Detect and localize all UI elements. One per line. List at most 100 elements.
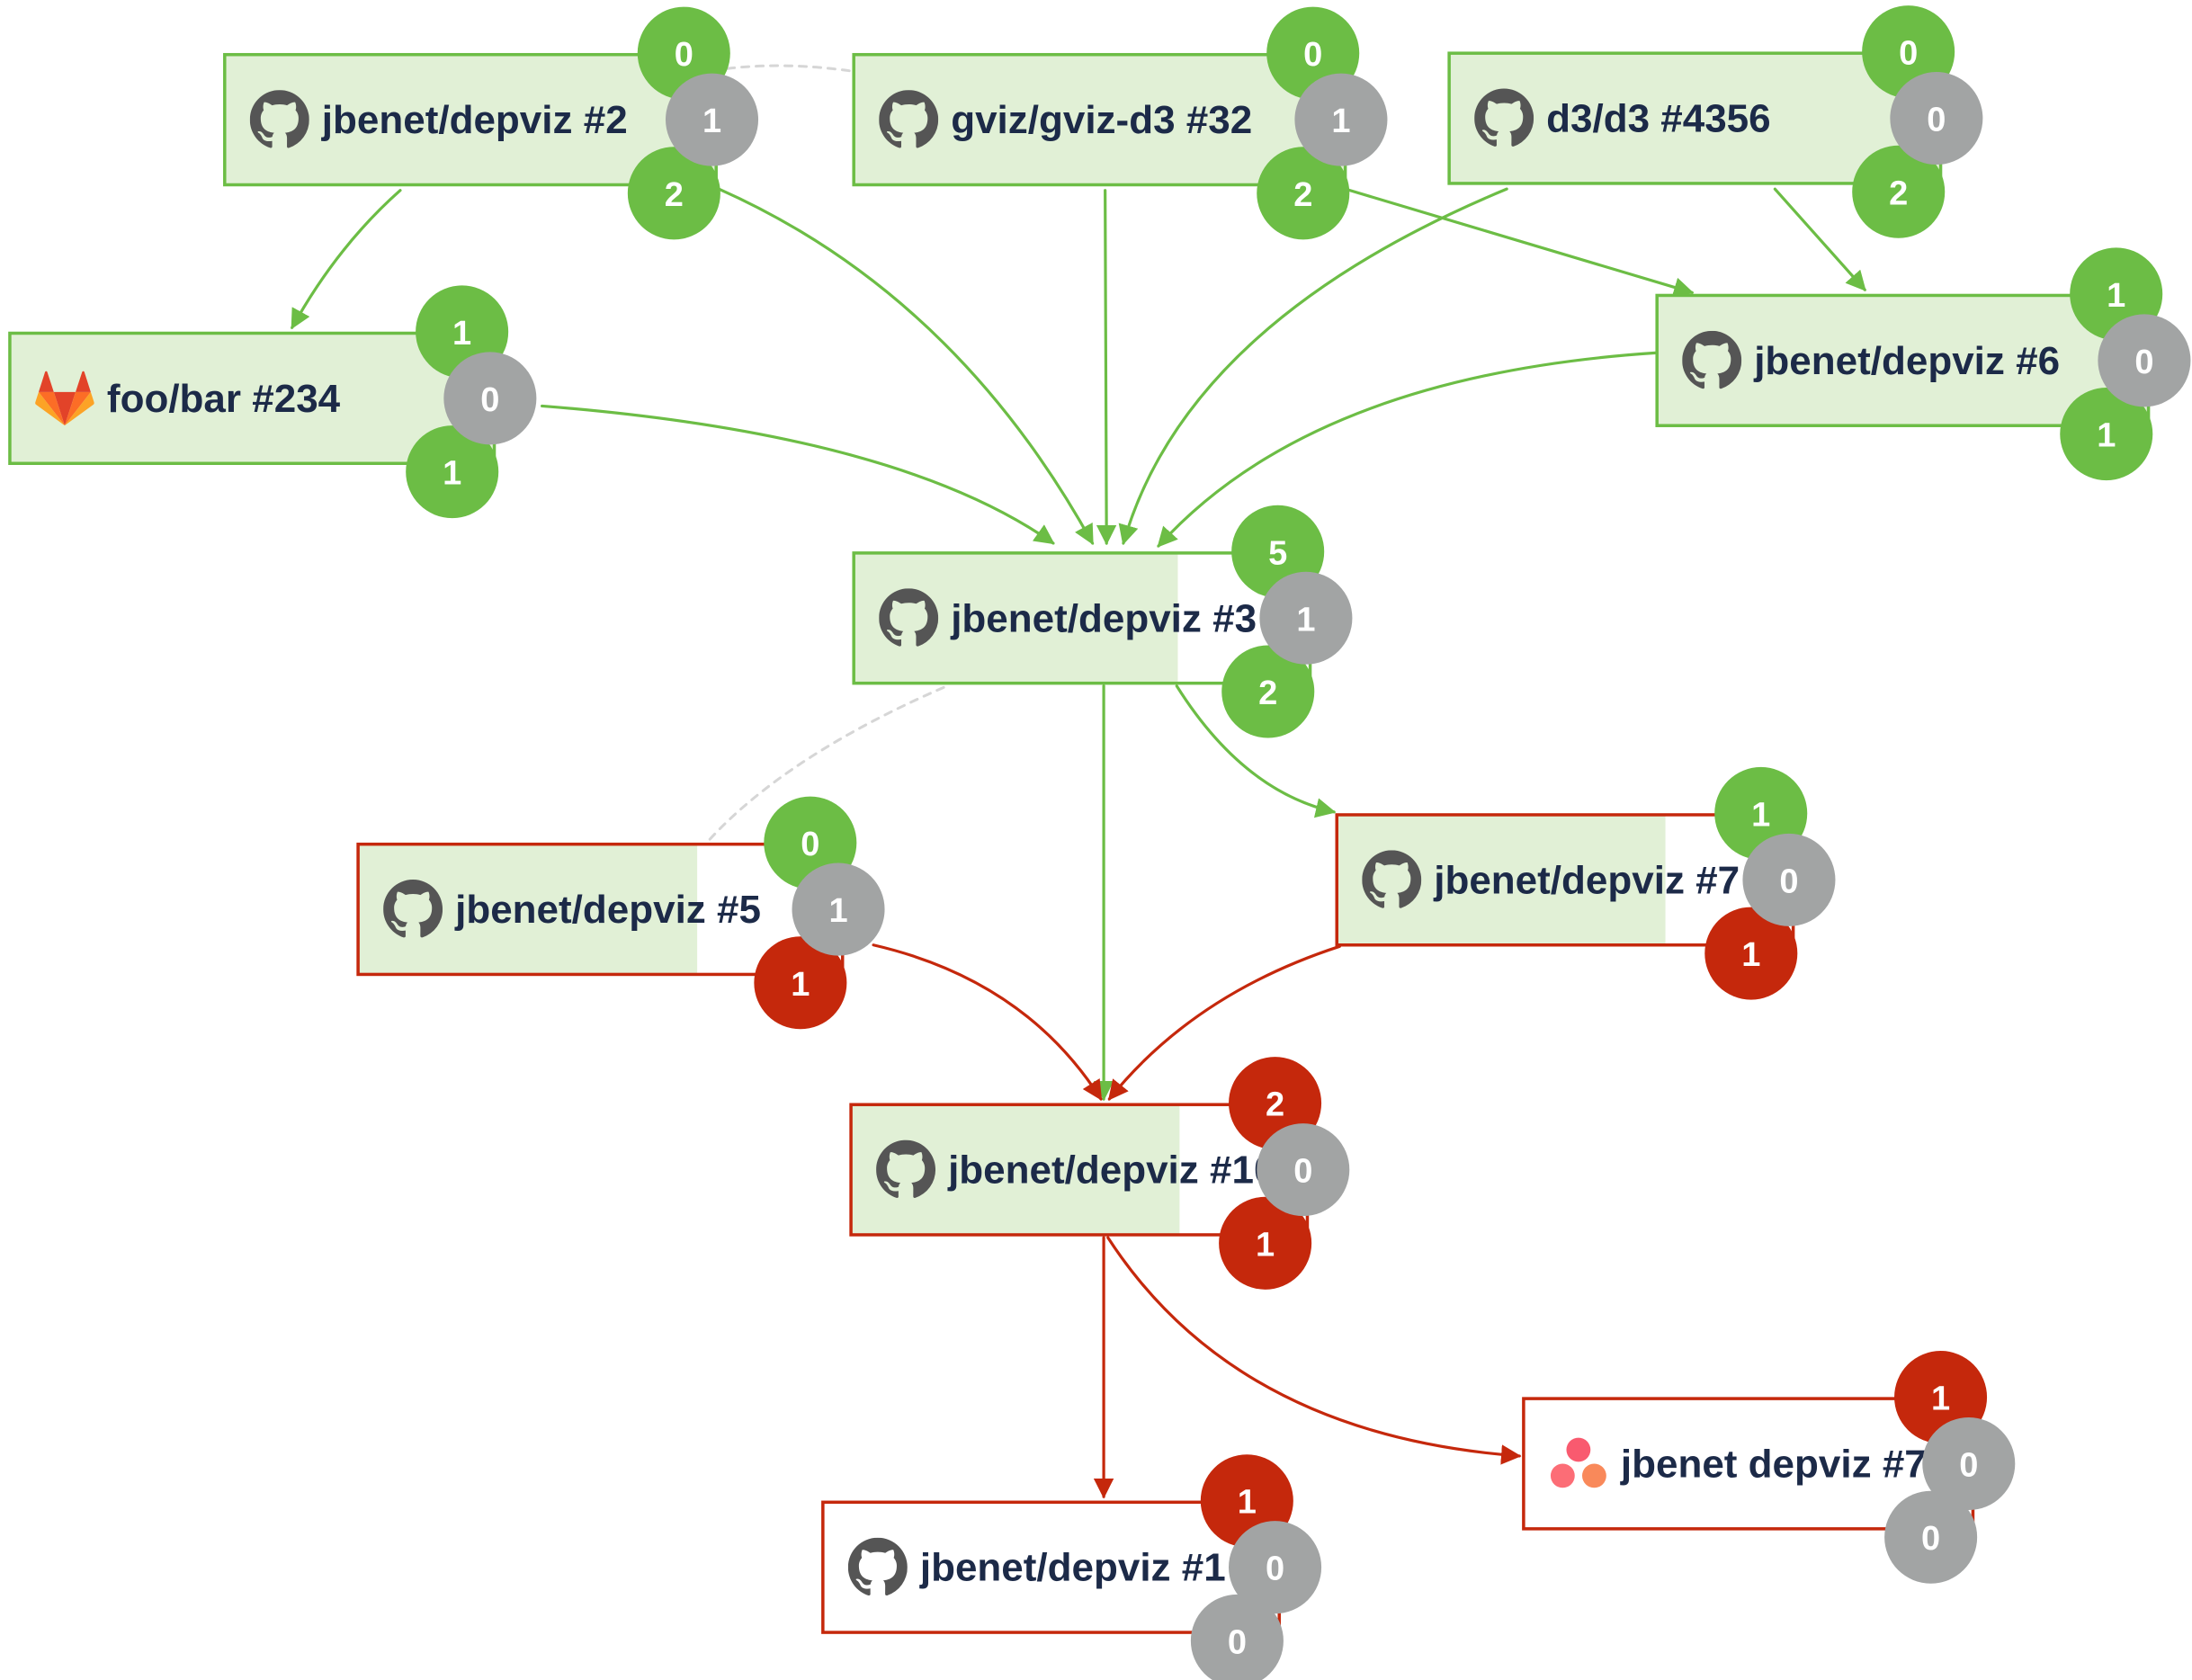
node-label: jbenet depviz #7 <box>1620 1442 1927 1486</box>
badge-count: 1 <box>702 103 721 140</box>
badge-count: 1 <box>1331 103 1350 140</box>
badge-circle <box>627 147 720 240</box>
badge-mid: 0 <box>1890 72 1983 165</box>
node-label: jbenet/depviz #6 <box>1753 339 2060 383</box>
badge-circle <box>1219 1196 1312 1290</box>
edge-n7-n10 <box>1109 946 1339 1102</box>
badge-count: 0 <box>1921 1520 1940 1558</box>
node-label: foo/bar #234 <box>107 377 341 421</box>
badge-mid: 1 <box>665 73 759 166</box>
edge-n32-n6 <box>1346 189 1695 300</box>
edge-n2-n32 <box>728 66 854 71</box>
badge-count: 2 <box>665 176 684 214</box>
badge-circle <box>1221 645 1315 738</box>
badge-circle <box>754 936 847 1030</box>
badge-count: 0 <box>480 381 499 419</box>
badge-circle <box>1229 1521 1322 1614</box>
badge-count: 5 <box>1268 534 1287 572</box>
badge-mid: 0 <box>1257 1123 1350 1217</box>
badge-count: 0 <box>801 826 819 863</box>
node-progress-fill <box>851 1104 1180 1235</box>
edge-n3-n7 <box>1177 686 1338 821</box>
badge-count: 2 <box>1293 176 1312 214</box>
badge-count: 1 <box>1256 1226 1275 1264</box>
edge-n2-n3 <box>719 189 1092 547</box>
node-progress-fill <box>358 844 698 975</box>
badge-circle <box>1190 1594 1284 1680</box>
edge-n6-n3 <box>1159 353 1657 549</box>
badge-count: 0 <box>1293 1153 1312 1191</box>
badge-bot: 2 <box>1257 147 1350 240</box>
node-label: jbenet/depviz #10 <box>947 1148 1275 1193</box>
node-label: jbenet/depviz #1 <box>919 1546 1226 1590</box>
badge-count: 1 <box>452 315 471 353</box>
badge-mid: 1 <box>792 862 885 956</box>
badge-count: 2 <box>1258 675 1277 712</box>
badge-count: 0 <box>2134 344 2153 381</box>
badge-bot: 1 <box>406 425 499 519</box>
edges-layer <box>292 66 1865 1500</box>
badge-bot: 2 <box>1852 145 1946 238</box>
badge-count: 0 <box>1899 35 1918 73</box>
badge-bot: 1 <box>754 936 847 1030</box>
node-label: jbenet/depviz #2 <box>321 98 628 142</box>
edge-n4356-n3 <box>1115 189 1507 547</box>
node-label: jbenet/depviz #7 <box>1433 858 1740 902</box>
badge-circle <box>792 862 885 956</box>
badge-mid: 0 <box>1229 1521 1322 1614</box>
badge-circle <box>1704 907 1798 1000</box>
badge-circle <box>1852 145 1946 238</box>
badge-count: 1 <box>1296 601 1315 639</box>
badge-bot: 2 <box>1221 645 1315 738</box>
badge-count: 1 <box>2107 277 2125 315</box>
badge-circle <box>665 73 759 166</box>
badge-bot: 1 <box>1219 1196 1312 1290</box>
badge-mid: 0 <box>1922 1416 2016 1511</box>
badge-circle <box>2060 388 2153 481</box>
badge-count: 1 <box>1238 1484 1257 1522</box>
badge-circle <box>1742 833 1836 926</box>
badge-count: 0 <box>1228 1623 1247 1661</box>
badge-circle <box>1257 147 1350 240</box>
edge-n32-n3 <box>1090 191 1123 547</box>
node-progress-fill <box>854 552 1178 684</box>
edge-n10-n7b <box>1108 1238 1523 1470</box>
badge-circle <box>1884 1490 1978 1584</box>
badge-count: 0 <box>1959 1446 1978 1484</box>
badge-count: 0 <box>1779 862 1798 900</box>
badge-mid: 0 <box>2098 314 2191 407</box>
badge-circle <box>1257 1123 1350 1217</box>
badge-count: 2 <box>1266 1086 1284 1124</box>
badge-circle <box>1922 1416 2016 1511</box>
badge-circle <box>1259 571 1353 665</box>
badge-count: 0 <box>1266 1550 1284 1588</box>
node-gviz-gviz-d3-32[interactable]: gviz/gviz-d3 #32 0 21 <box>852 6 1388 240</box>
badge-bot: 1 <box>2060 388 2153 481</box>
badge-circle <box>1294 73 1388 166</box>
badge-count: 1 <box>828 892 847 930</box>
badge-count: 0 <box>1303 36 1322 74</box>
badge-count: 0 <box>1927 102 1946 139</box>
edge-n5-n10 <box>873 945 1101 1102</box>
node-jbenet-depviz-10[interactable]: jbenet/depviz #10 2 10 <box>849 1057 1350 1290</box>
badge-mid: 1 <box>1259 571 1353 665</box>
badge-count: 1 <box>791 966 810 1004</box>
badge-bot: 0 <box>1190 1594 1284 1680</box>
badge-count: 1 <box>1751 796 1770 834</box>
badge-mid: 0 <box>1742 833 1836 926</box>
badge-mid: 1 <box>1294 73 1388 166</box>
edge-n4356-n6 <box>1775 189 1865 292</box>
badge-circle <box>2098 314 2191 407</box>
badge-mid: 0 <box>443 352 537 445</box>
node-label: gviz/gviz-d3 #32 <box>951 98 1252 142</box>
